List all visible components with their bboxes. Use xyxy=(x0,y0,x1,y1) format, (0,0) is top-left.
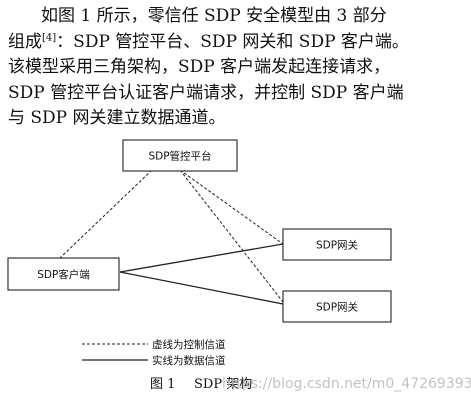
paragraph-line-4: SDP 管控平台认证客户端请求，并控制 SDP 客户端 xyxy=(8,82,404,103)
paragraph-line-1: 如图 1 所示，零信任 SDP 安全模型由 3 部分 xyxy=(41,6,387,26)
control-channel-controller-gateway2 xyxy=(179,169,284,303)
node-controller-label: SDP管控平台 xyxy=(148,150,211,163)
paragraph-line-3: 该模型采用三角架构，SDP 客户端发起连接请求， xyxy=(8,57,391,77)
paragraph-line-2-end: ：SDP 管控平台、SDP 网关和 SDP 客户端。 xyxy=(56,31,409,52)
figure-caption: 图 1 SDP 架构 xyxy=(150,377,252,392)
paragraph-line-5: 与 SDP 网关建立数据通道。 xyxy=(8,108,226,128)
caption-title: SDP 架构 xyxy=(194,377,252,392)
paragraph-line-2-start: 组成 xyxy=(8,31,42,52)
body-paragraph: 如图 1 所示，零信任 SDP 安全模型由 3 部分 组成[4]：SDP 管控平… xyxy=(8,4,466,132)
paragraph-line-2: 组成[4]：SDP 管控平台、SDP 网关和 SDP 客户端。 xyxy=(8,30,466,56)
node-controller: SDP管控平台 xyxy=(122,139,238,172)
node-gateway-1-label: SDP网关 xyxy=(316,239,359,252)
node-gateway-1: SDP网关 xyxy=(282,228,392,261)
node-client: SDP客户端 xyxy=(7,257,120,291)
caption-label: 图 1 xyxy=(150,377,175,392)
control-channel-controller-gateway1 xyxy=(179,169,284,245)
legend: 虚线为控制信道 实线为数据信道 xyxy=(82,338,226,367)
legend-dashed-label: 虚线为控制信道 xyxy=(152,338,226,351)
data-channel-client-gateway2 xyxy=(119,271,284,305)
node-gateway-2-label: SDP网关 xyxy=(316,301,359,314)
citation-reference[interactable]: [4] xyxy=(42,31,57,43)
node-client-label: SDP客户端 xyxy=(37,268,90,281)
control-channel-controller-client xyxy=(59,169,153,259)
watermark: https://blog.csdn.net/m0_47269393 xyxy=(222,376,471,392)
node-gateway-2: SDP网关 xyxy=(282,290,392,323)
data-channel-client-gateway1 xyxy=(119,243,284,273)
legend-solid-label: 实线为数据信道 xyxy=(152,354,226,367)
